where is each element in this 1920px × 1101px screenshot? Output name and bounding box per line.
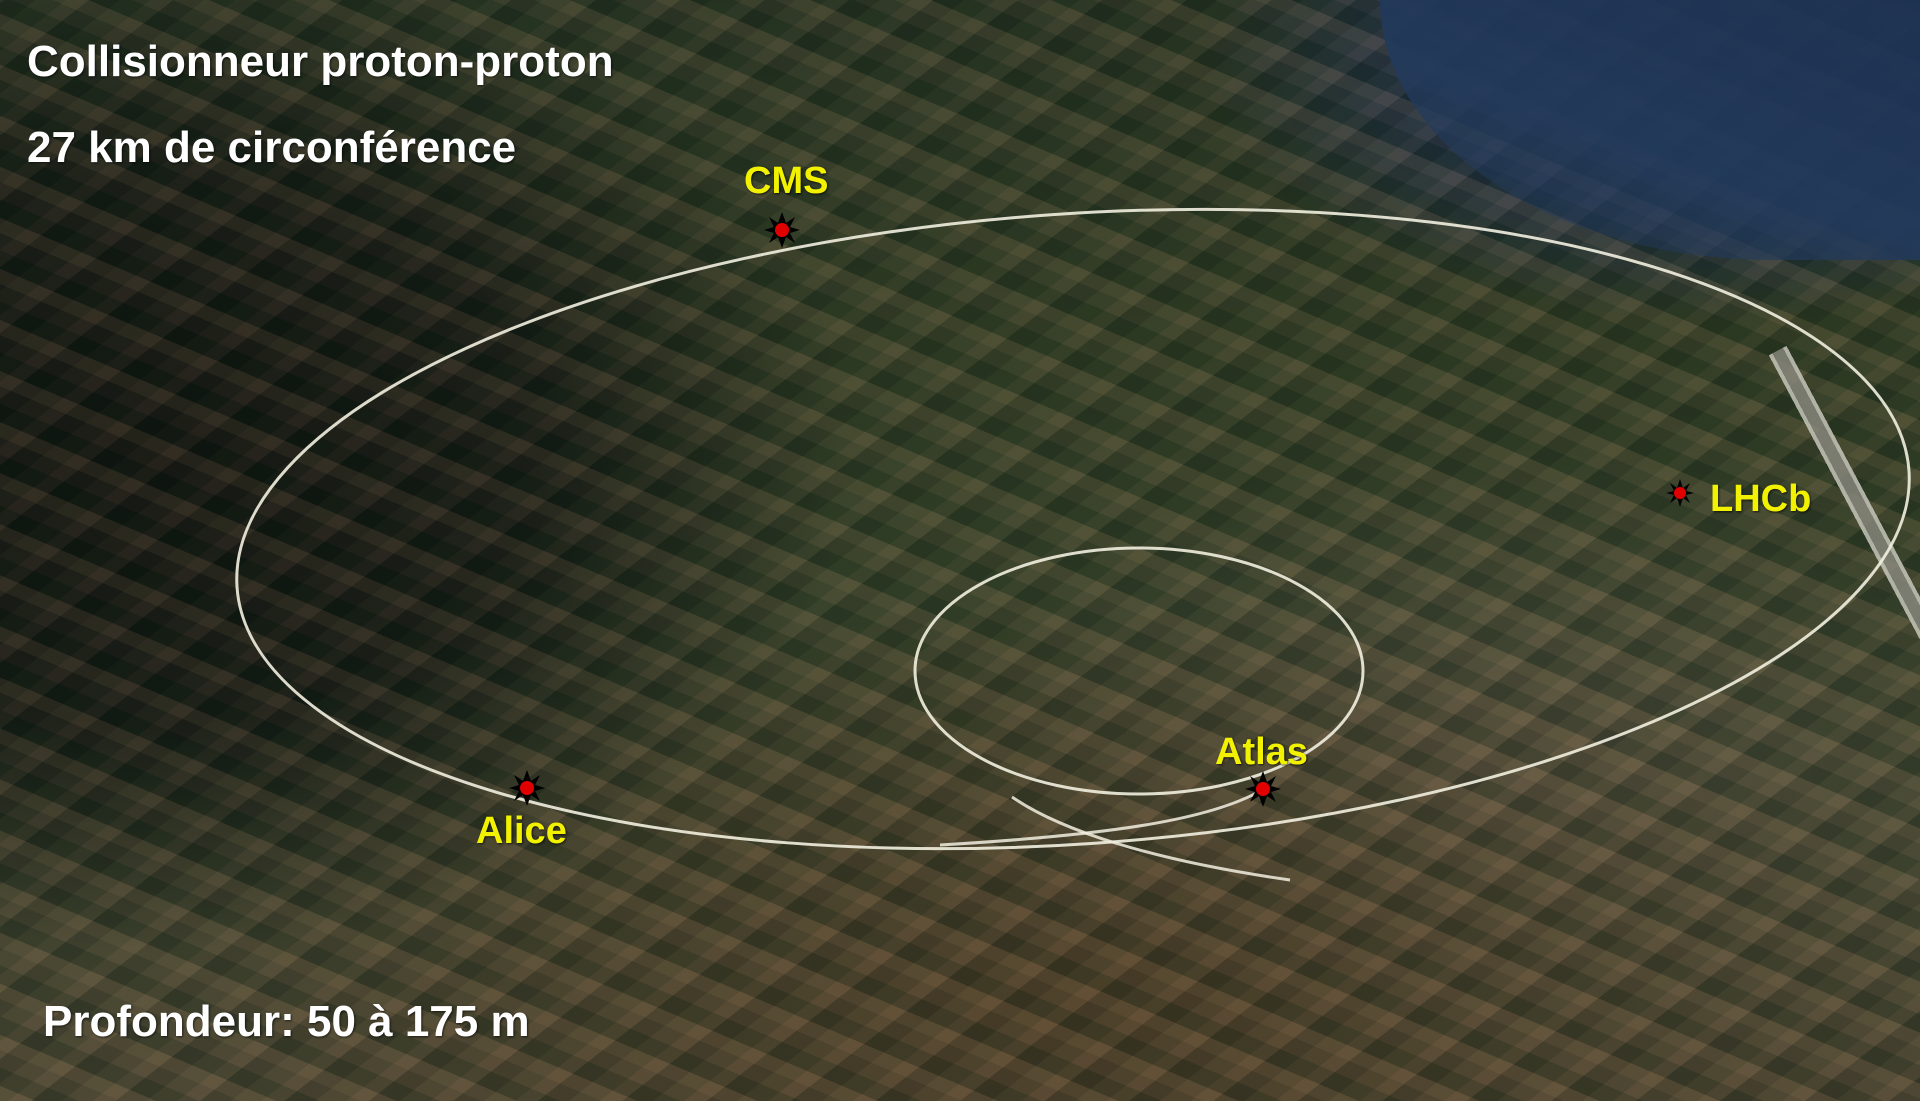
alice-label: Alice <box>476 810 567 852</box>
lhcb-label: LHCb <box>1710 478 1812 520</box>
lhcb-marker[interactable] <box>1666 479 1694 507</box>
atlas-marker[interactable] <box>1245 771 1281 807</box>
atlas-label: Atlas <box>1215 731 1308 773</box>
cms-label: CMS <box>744 160 829 202</box>
cms-marker[interactable] <box>764 212 800 248</box>
lhcb-dot <box>1674 487 1686 499</box>
cms-dot <box>775 223 789 237</box>
sps-ring <box>913 546 1365 796</box>
transfer-line <box>1011 795 1291 882</box>
lhc-ring <box>235 207 1911 851</box>
alice-dot <box>520 781 534 795</box>
depth-caption: Profondeur: 50 à 175 m <box>43 997 530 1046</box>
alice-marker[interactable] <box>509 770 545 806</box>
atlas-dot <box>1256 782 1270 796</box>
circumference-caption: 27 km de circonférence <box>27 123 517 172</box>
title-caption: Collisionneur proton-proton <box>27 37 614 86</box>
transfer-line-2 <box>939 788 1263 847</box>
